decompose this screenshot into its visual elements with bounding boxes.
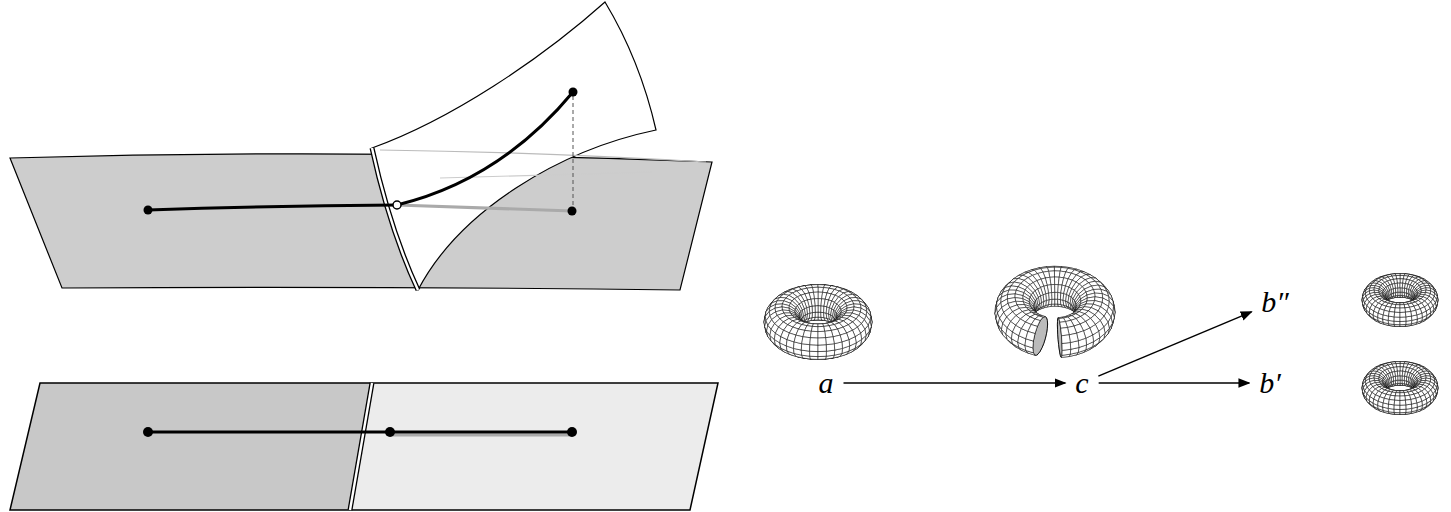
torus-facet xyxy=(1398,288,1400,292)
torus-facet xyxy=(1400,317,1406,322)
light-region xyxy=(350,383,718,510)
torus-facet xyxy=(1400,367,1406,372)
torus-facet xyxy=(1400,305,1405,309)
torus-facet xyxy=(1394,321,1400,325)
torus-facet xyxy=(810,351,818,356)
seam xyxy=(350,383,372,510)
torus-facet xyxy=(815,306,818,313)
torus-facet xyxy=(1062,343,1071,351)
torus-facet xyxy=(1052,292,1055,299)
torus-facet xyxy=(825,330,833,337)
torus-facet xyxy=(1405,312,1411,317)
torus-facet xyxy=(801,344,810,352)
dark-region xyxy=(10,383,372,510)
flat-plane xyxy=(10,383,718,510)
torus-facet xyxy=(1411,310,1417,316)
torus-facet xyxy=(1400,288,1402,292)
path xyxy=(397,92,573,205)
path-shadow xyxy=(390,434,572,437)
torus-facet xyxy=(810,331,818,338)
torus-facet xyxy=(1400,321,1406,325)
torus-facet xyxy=(1015,298,1023,302)
seam xyxy=(372,148,418,290)
torus-facet xyxy=(1394,279,1400,284)
torus-facet xyxy=(1400,312,1406,317)
torus-facet xyxy=(810,338,818,345)
torus xyxy=(764,285,872,360)
torus-facet xyxy=(818,312,821,317)
torus-facet xyxy=(1062,335,1071,344)
torus-facet xyxy=(1398,292,1400,295)
torus-facet xyxy=(1060,322,1068,329)
torus-facet xyxy=(815,312,818,317)
torus-facet xyxy=(818,306,821,313)
torus-facet xyxy=(1054,267,1061,271)
torus-facet xyxy=(1061,328,1070,336)
path xyxy=(148,431,572,434)
torus-facet xyxy=(1394,312,1400,317)
projected-path xyxy=(397,205,572,211)
rising-sheet xyxy=(372,2,656,290)
branched-surface xyxy=(10,2,712,290)
torus-facet xyxy=(1069,333,1078,342)
seam xyxy=(350,383,372,510)
torus-facet xyxy=(1400,308,1405,313)
torus-facet xyxy=(818,351,826,356)
torus-facet xyxy=(818,326,825,331)
torus-facet xyxy=(833,335,842,344)
point xyxy=(567,427,577,437)
torus-facet xyxy=(1026,331,1035,341)
torus xyxy=(995,266,1115,357)
torus xyxy=(1362,274,1438,327)
gray-plane xyxy=(10,154,712,290)
plane-outline xyxy=(10,383,718,510)
torus xyxy=(1362,362,1438,415)
torus-facet xyxy=(1395,305,1400,309)
torus-facet xyxy=(1055,299,1058,304)
torus-facet xyxy=(1389,312,1395,317)
point xyxy=(385,427,395,437)
torus-facet xyxy=(1055,292,1058,299)
torus-facet xyxy=(826,337,835,345)
torus-facet xyxy=(818,338,826,345)
torus-facet xyxy=(818,345,826,352)
torus-facet xyxy=(818,331,826,338)
torus-facet xyxy=(811,326,818,331)
seam xyxy=(372,148,418,290)
path xyxy=(148,205,397,210)
torus-facet xyxy=(1394,367,1400,372)
point xyxy=(393,201,401,209)
projection-line xyxy=(573,96,574,207)
torus-facet xyxy=(1400,279,1406,284)
tori xyxy=(764,266,1438,414)
torus-facet xyxy=(802,337,811,345)
hidden-edge xyxy=(380,150,706,162)
torus-facet xyxy=(818,292,826,299)
point xyxy=(143,427,153,437)
torus-facet xyxy=(1383,310,1389,316)
torus-facet xyxy=(1052,299,1055,304)
point xyxy=(144,206,153,215)
torus-facet xyxy=(810,292,818,299)
torus-facet xyxy=(1400,292,1402,295)
point xyxy=(569,88,578,97)
torus-facet xyxy=(1394,317,1400,322)
torus-facet xyxy=(803,330,811,337)
torus-facet xyxy=(1395,308,1400,313)
torus-facet xyxy=(794,335,803,344)
point xyxy=(568,207,577,216)
torus-facet xyxy=(826,344,835,352)
torus-facet xyxy=(810,345,818,352)
